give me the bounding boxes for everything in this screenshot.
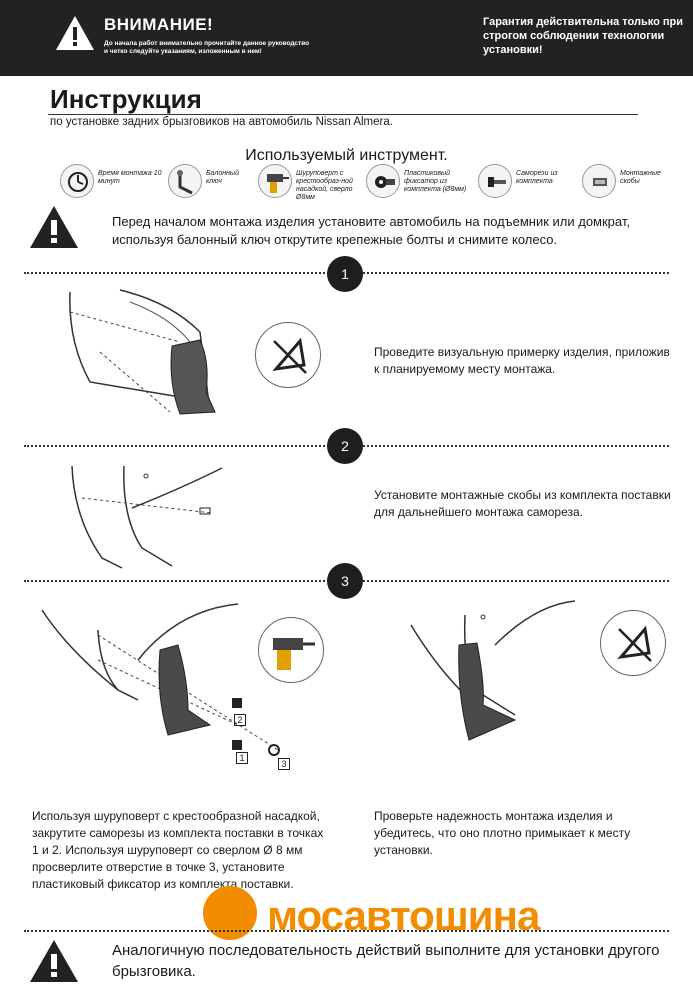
screw-icon <box>478 164 512 198</box>
fit-check-icon <box>600 610 666 676</box>
clip-icon <box>366 164 400 198</box>
tool-label: Саморези из комплекта <box>516 170 558 185</box>
step3-left-diagram <box>41 603 280 756</box>
step-number: 3 <box>327 563 363 599</box>
tool-label: Балонный ключ <box>206 170 239 185</box>
warning-title: ВНИМАНИЕ! <box>104 15 214 34</box>
warning-icon <box>30 206 78 248</box>
step3-right-diagram <box>410 600 576 741</box>
tools-heading: Используемый инструмент. <box>245 147 448 164</box>
intro-text: Перед началом монтажа изделия установите… <box>112 214 630 247</box>
tool-label: Пластиковый фиксатор из комплекта (Ø8мм) <box>404 170 467 193</box>
fit-check-icon <box>255 322 321 388</box>
step-text: Проведите визуальную примерку изделия, п… <box>374 345 670 376</box>
clock-icon <box>60 164 94 198</box>
step-text-left: Используя шуруповерт с крестообразной на… <box>32 809 324 891</box>
callout-number: 3 <box>278 758 290 770</box>
step2-diagram <box>71 465 223 569</box>
title-divider <box>48 114 638 115</box>
step-divider <box>24 930 669 932</box>
wrench-icon <box>168 164 202 198</box>
tool-label: Шуруповерт с крестообраз-ной насадкой, с… <box>296 170 353 201</box>
step1-diagram <box>69 289 216 415</box>
step-text-right: Проверьте надежность монтажа изделия и у… <box>374 809 631 857</box>
warning-icon <box>56 16 94 50</box>
page-title: Инструкция <box>50 84 202 114</box>
tool-label: Монтажные скобы <box>620 170 661 185</box>
drill-icon <box>258 617 324 683</box>
bottom-note: Аналогичную последовательность действий … <box>112 942 660 980</box>
warning-icon <box>30 940 78 982</box>
callout-number: 2 <box>234 714 246 726</box>
brand-name: мосавтошина <box>267 892 540 939</box>
warning-text: До начала работ внимательно прочитайте д… <box>104 40 310 55</box>
bracket-icon <box>582 164 616 198</box>
warning-header: ВНИМАНИЕ! До начала работ внимательно пр… <box>0 0 693 76</box>
step-text: Установите монтажные скобы из комплекта … <box>374 488 671 519</box>
callout-number: 1 <box>236 752 248 764</box>
step-number: 2 <box>327 428 363 464</box>
page-subtitle: по установке задних брызговиков на автом… <box>50 116 393 128</box>
tool-label: Время монтажа 10 минут <box>98 170 162 185</box>
step-number: 1 <box>327 256 363 292</box>
drill-icon <box>258 164 292 198</box>
guarantee-text: Гарантия действительна только при строго… <box>483 16 683 56</box>
